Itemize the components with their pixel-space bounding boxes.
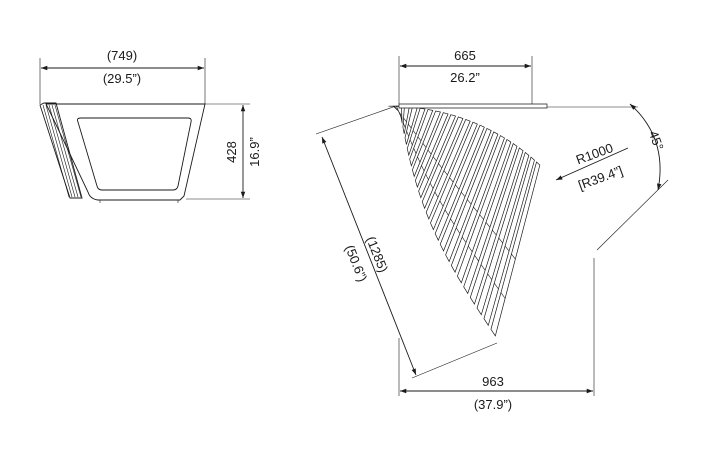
slat-support-mark [455, 227, 461, 234]
slat-support-mark [461, 191, 466, 197]
angle-label: 45° [646, 129, 667, 153]
slat-support-mark [473, 206, 478, 212]
slat-support-mark [504, 245, 510, 252]
length-extension-top [315, 105, 397, 135]
slat-support-mark [479, 214, 484, 220]
radius-in-label: [R39.4”] [576, 163, 625, 193]
bench-slat [483, 156, 535, 327]
top-width-mm-label: 665 [454, 48, 476, 63]
side-slats [39, 102, 83, 199]
side-frame-outer [45, 103, 206, 201]
slat-support-mark [474, 255, 479, 262]
slat-support-mark [421, 165, 425, 172]
slat-support-mark [399, 114, 403, 120]
side-height-mm-label: 428 [224, 141, 239, 163]
bench-slat [490, 161, 541, 337]
slat-support-mark [402, 122, 406, 129]
bench-slat [434, 124, 485, 242]
radius-leader [555, 147, 629, 181]
slat-support-mark [429, 182, 434, 189]
slat-support-mark [468, 245, 473, 252]
slat-support-mark [422, 143, 427, 148]
slat-support-mark [425, 174, 429, 180]
bottom-width-mm-label: 963 [482, 374, 504, 389]
slat-support-mark [403, 117, 407, 123]
side-width-mm-label: (749) [107, 48, 137, 63]
slat-support-mark [417, 136, 422, 142]
slat-support-mark [500, 292, 506, 299]
bench-end-top [398, 103, 548, 109]
slat-support-mark [498, 237, 503, 244]
slat-support-mark [408, 123, 412, 129]
side-frame-opening [76, 117, 192, 191]
angle-arc [629, 103, 662, 191]
slat-support-mark [455, 184, 460, 190]
slat-support-mark [427, 149, 432, 155]
side-view: (749) (29.5”) 428 16.9” [39, 48, 262, 203]
length-extension-bottom [411, 342, 498, 379]
slat-support-mark [439, 200, 444, 207]
slat-support-mark [398, 111, 403, 116]
slat-support-mark [450, 218, 455, 225]
bench-slat [430, 121, 478, 231]
bench-slat [445, 131, 499, 263]
bench-slat [463, 143, 518, 295]
slat-support-mark [444, 209, 449, 216]
side-height-in-label: 16.9” [247, 137, 262, 167]
slat-support-mark [417, 156, 421, 163]
bench-slat [450, 135, 505, 273]
bench-slat [425, 119, 471, 220]
slat-support-mark [438, 163, 443, 169]
slat-support-mark [494, 283, 499, 290]
bench-slat [476, 151, 530, 316]
top-view: 665 26.2” (1285) (50.6”) R1000 [R39.4”] … [315, 48, 669, 412]
slat-support-mark [406, 131, 410, 137]
bench-slat [457, 138, 512, 284]
slat-support-mark [449, 177, 454, 183]
slat-support-mark [432, 156, 437, 162]
slat-support-mark [443, 170, 448, 176]
top-width-in-label: 26.2” [450, 70, 480, 85]
bench-slat [469, 147, 524, 305]
bench-slat [414, 112, 449, 189]
slat-support-mark [487, 273, 492, 280]
slat-support-mark [485, 222, 491, 228]
slat-support-mark [480, 264, 486, 271]
slat-support-mark [434, 191, 439, 198]
slat-support-mark [467, 199, 472, 205]
bench-slat [421, 116, 464, 210]
length-dimension-line [321, 136, 417, 376]
bench-slats [388, 103, 548, 337]
slat-support-mark [461, 236, 467, 243]
bench-slat [418, 114, 456, 199]
side-width-in-label: (29.5”) [103, 71, 141, 86]
slat-support-mark [511, 253, 516, 260]
slat-support-mark [492, 229, 497, 236]
bench-slat [439, 127, 492, 252]
bottom-width-in-label: (37.9”) [474, 397, 512, 412]
angle-extension-bottom [596, 179, 669, 251]
slat-support-mark [412, 130, 417, 135]
